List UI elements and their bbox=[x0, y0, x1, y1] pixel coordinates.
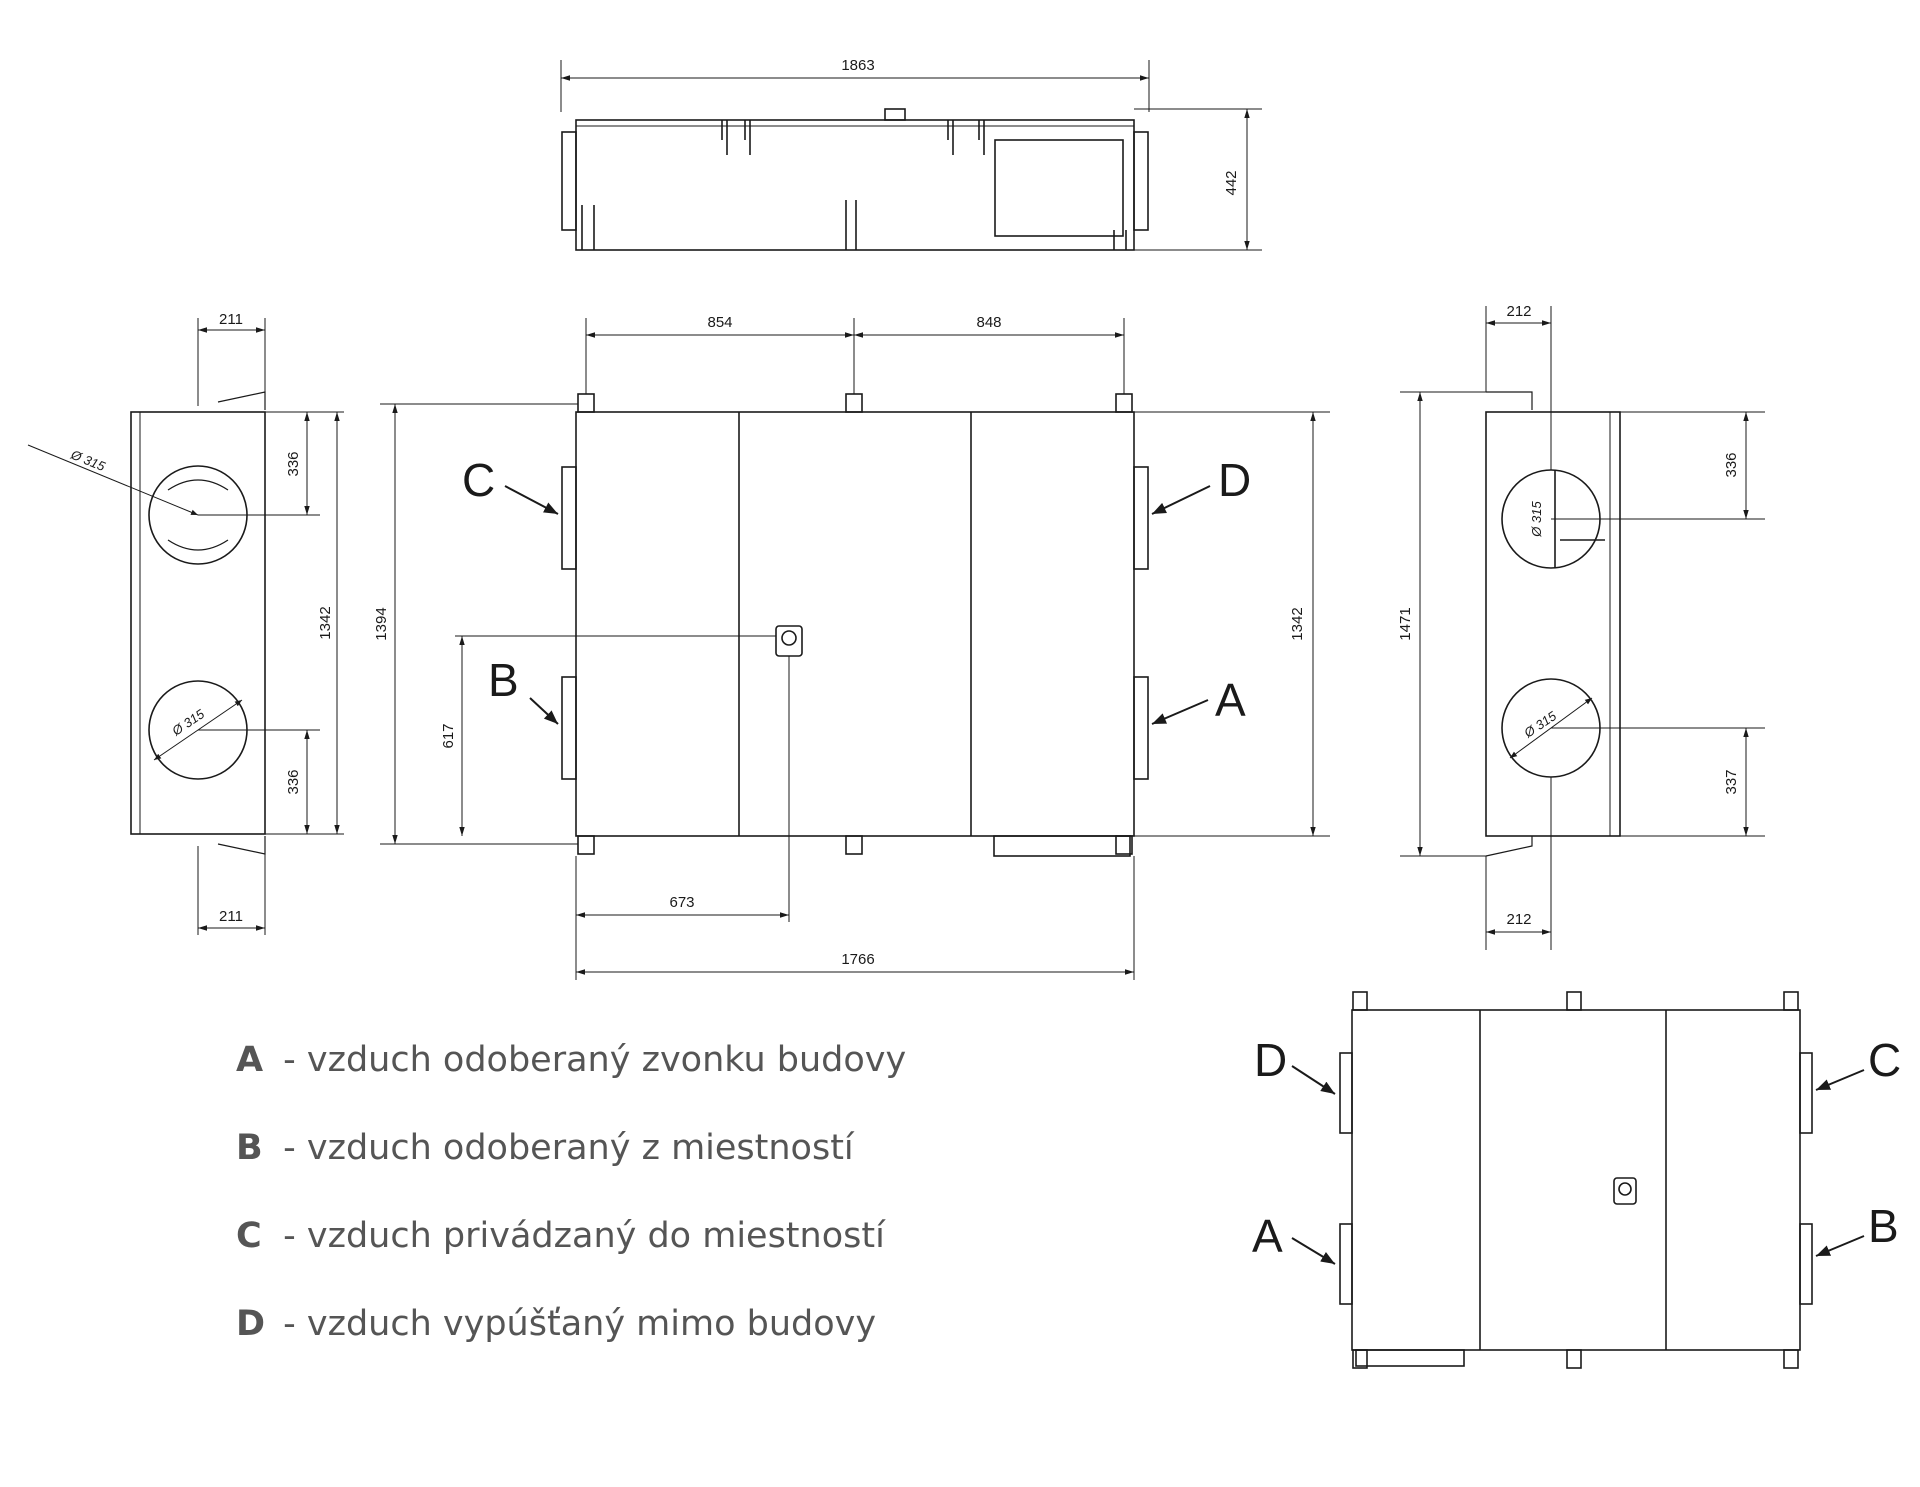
front-view-lug bbox=[845, 393, 863, 413]
legend-item: D - vzduch vypúšťaný mimo budovy bbox=[236, 1294, 906, 1382]
mirror-view-body bbox=[1351, 1009, 1801, 1351]
legend-text: - vzduch privádzaný do miestností bbox=[272, 1216, 885, 1256]
front-drain-height-dimension: 617 bbox=[440, 723, 457, 748]
legend-letter: D bbox=[236, 1304, 266, 1344]
mirror-view-drain-hole bbox=[1618, 1182, 1632, 1196]
left-bottom-offset-dimension: 336 bbox=[285, 769, 302, 794]
top-width-dimension: 1863 bbox=[841, 57, 874, 74]
legend-text: - vzduch vypúšťaný mimo budovy bbox=[272, 1304, 877, 1344]
front-view-flange-a bbox=[1133, 676, 1149, 780]
mirror-port-a-label: A bbox=[1252, 1210, 1283, 1262]
front-left-section-dimension: 854 bbox=[707, 314, 732, 331]
mirror-view-lug bbox=[1566, 1349, 1582, 1369]
right-height-dimension: 1471 bbox=[1397, 607, 1414, 640]
legend-item: B - vzduch odoberaný z miestností bbox=[236, 1118, 906, 1206]
left-view bbox=[27, 318, 344, 935]
mirror-view-lug bbox=[1783, 1349, 1799, 1369]
front-view-lug bbox=[1115, 393, 1133, 413]
mirror-view-tray bbox=[1355, 1349, 1465, 1367]
legend-item: A - vzduch odoberaný zvonku budovy bbox=[236, 1030, 906, 1118]
legend-text: - vzduch odoberaný z miestností bbox=[272, 1128, 854, 1168]
mirror-view-flange-b bbox=[1799, 1223, 1813, 1305]
top-view-fittings bbox=[721, 120, 985, 155]
right-top-offset-dimension: 336 bbox=[1723, 452, 1740, 477]
legend-letter: A bbox=[236, 1040, 264, 1080]
right-view-body bbox=[1485, 411, 1621, 837]
left-bottom-diameter-label: Ø 315 bbox=[168, 706, 207, 739]
front-view-lug bbox=[577, 835, 595, 855]
mirror-view bbox=[1291, 991, 1865, 1369]
left-bottom-width-dimension: 211 bbox=[219, 908, 243, 925]
left-height-dimension: 1342 bbox=[317, 606, 334, 639]
mirror-view-flange-c bbox=[1799, 1052, 1813, 1134]
legend-text: - vzduch odoberaný zvonku budovy bbox=[272, 1040, 907, 1080]
front-view-flange-d bbox=[1133, 466, 1149, 570]
front-view bbox=[380, 318, 1330, 980]
front-port-a-label: A bbox=[1215, 674, 1246, 726]
front-right-section-dimension: 848 bbox=[976, 314, 1001, 331]
front-port-b-label: B bbox=[488, 654, 519, 706]
left-view-body bbox=[130, 411, 266, 835]
mirror-view-flange-a bbox=[1339, 1223, 1353, 1305]
legend-letter: B bbox=[236, 1128, 263, 1168]
top-view-door bbox=[994, 139, 1124, 237]
front-drain-offset-dimension: 673 bbox=[669, 894, 694, 911]
front-overall-height-dimension: 1394 bbox=[373, 607, 390, 640]
front-view-tray bbox=[993, 835, 1131, 857]
mirror-view-lug bbox=[1566, 991, 1582, 1011]
top-height-dimension: 442 bbox=[1223, 170, 1240, 195]
mirror-port-c-label: C bbox=[1868, 1034, 1901, 1086]
front-view-flange-c bbox=[561, 466, 577, 570]
right-bottom-offset-dimension: 337 bbox=[1723, 769, 1740, 794]
top-view-connector bbox=[884, 108, 906, 121]
left-top-offset-dimension: 336 bbox=[285, 451, 302, 476]
top-view-flange-left bbox=[561, 131, 577, 231]
front-width-dimension: 1766 bbox=[841, 951, 874, 968]
right-top-diameter-label: Ø 315 bbox=[1529, 501, 1544, 538]
left-top-width-dimension: 211 bbox=[219, 311, 243, 328]
right-bottom-width-dimension: 212 bbox=[1506, 911, 1531, 928]
legend-item: C - vzduch privádzaný do miestností bbox=[236, 1206, 906, 1294]
mirror-view-lug bbox=[1783, 991, 1799, 1011]
top-view bbox=[560, 60, 1262, 251]
right-view bbox=[1400, 306, 1765, 950]
front-port-c-label: C bbox=[462, 454, 495, 506]
mirror-view-flange-d bbox=[1339, 1052, 1353, 1134]
mirror-port-d-label: D bbox=[1254, 1034, 1287, 1086]
top-view-flange-right bbox=[1133, 131, 1149, 231]
front-port-d-label: D bbox=[1218, 454, 1251, 506]
legend: A - vzduch odoberaný zvonku budovy B - v… bbox=[236, 1030, 906, 1382]
front-body-height-dimension: 1342 bbox=[1289, 607, 1306, 640]
mirror-view-lug bbox=[1352, 991, 1368, 1011]
mirror-view-drain bbox=[1613, 1177, 1637, 1205]
top-view-feet bbox=[581, 200, 1127, 250]
front-view-flange-b bbox=[561, 676, 577, 780]
front-view-lug bbox=[845, 835, 863, 855]
right-top-width-dimension: 212 bbox=[1506, 303, 1531, 320]
mirror-port-b-label: B bbox=[1868, 1200, 1899, 1252]
front-view-drain-hole bbox=[781, 630, 797, 646]
front-view-body bbox=[575, 411, 1135, 837]
legend-letter: C bbox=[236, 1216, 262, 1256]
front-view-lug bbox=[577, 393, 595, 413]
